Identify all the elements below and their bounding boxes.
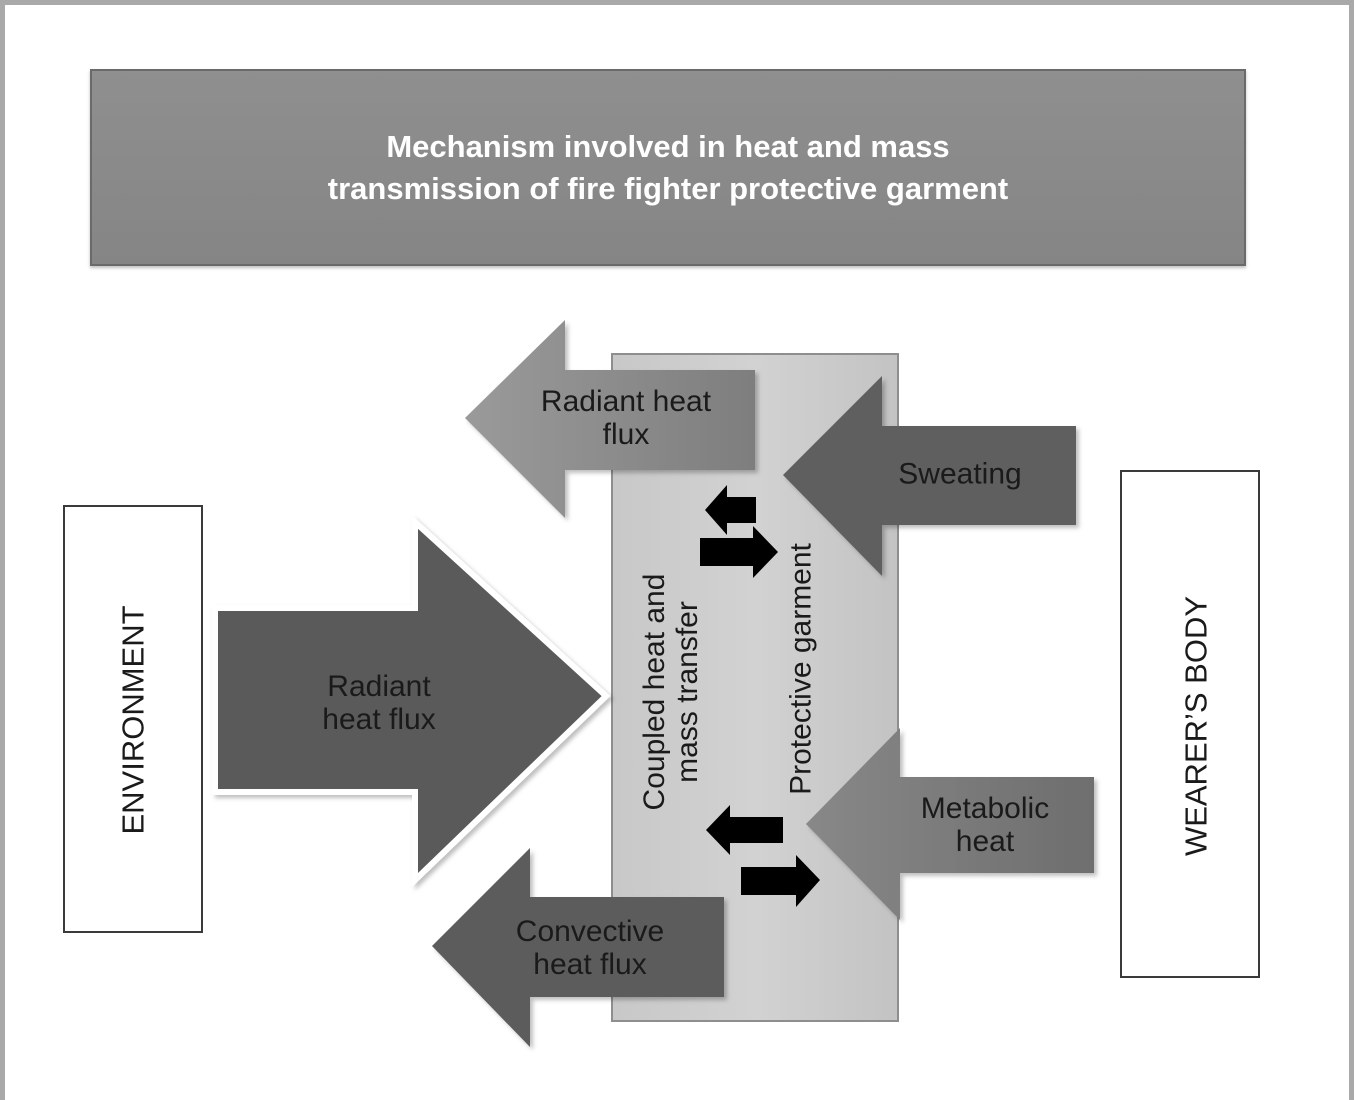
small-left-arrow-lower — [706, 805, 783, 855]
wearer-body-box — [1120, 470, 1260, 978]
radiant-heat-in-line-1: Radiant — [327, 670, 431, 703]
sweating-arrow — [783, 376, 1076, 576]
radiant-heat-in-arrow — [212, 515, 611, 888]
small-right-arrow-lower — [741, 855, 820, 907]
small-right-arrow-upper — [700, 526, 778, 578]
environment-box — [63, 505, 203, 933]
coupled-transfer-label: Coupled heat and mass transfer — [638, 574, 704, 811]
protective-garment-label: Protective garment — [784, 543, 818, 795]
radiant-heat-out-label: Radiant heat flux — [541, 385, 711, 451]
convective-heat-line-1: Convective — [515, 915, 665, 948]
radiant-heat-out-line-1: Radiant heat — [540, 385, 712, 418]
small-left-arrow-upper — [705, 485, 756, 535]
metabolic-heat-arrow — [806, 728, 1094, 920]
metabolic-heat-line-2: heat — [955, 825, 1015, 858]
convective-heat-line-2: heat flux — [533, 948, 647, 981]
convective-heat-label: Convective heat flux — [516, 915, 664, 981]
metabolic-heat-label: Metabolic heat — [921, 792, 1049, 858]
title-line-1: Mechanism involved in heat and mass — [386, 128, 950, 164]
title-line-2: transmission of fire fighter protective … — [327, 170, 1009, 206]
metabolic-heat-line-1: Metabolic — [920, 792, 1050, 825]
convective-heat-arrow — [432, 848, 724, 1047]
radiant-heat-in-label: Radiant heat flux — [322, 670, 435, 736]
sweating-line-1: Sweating — [898, 457, 1022, 491]
radiant-heat-out-line-2: flux — [602, 418, 650, 451]
sweating-label: Sweating — [898, 458, 1021, 491]
coupled-transfer-line-2: mass transfer — [671, 601, 704, 783]
title-banner: Mechanism involved in heat and mass tran… — [90, 69, 1246, 266]
radiant-heat-in-line-2: heat flux — [322, 703, 436, 736]
coupled-transfer-line-1: Coupled heat and — [638, 573, 671, 811]
radiant-heat-out-arrow — [465, 320, 755, 518]
